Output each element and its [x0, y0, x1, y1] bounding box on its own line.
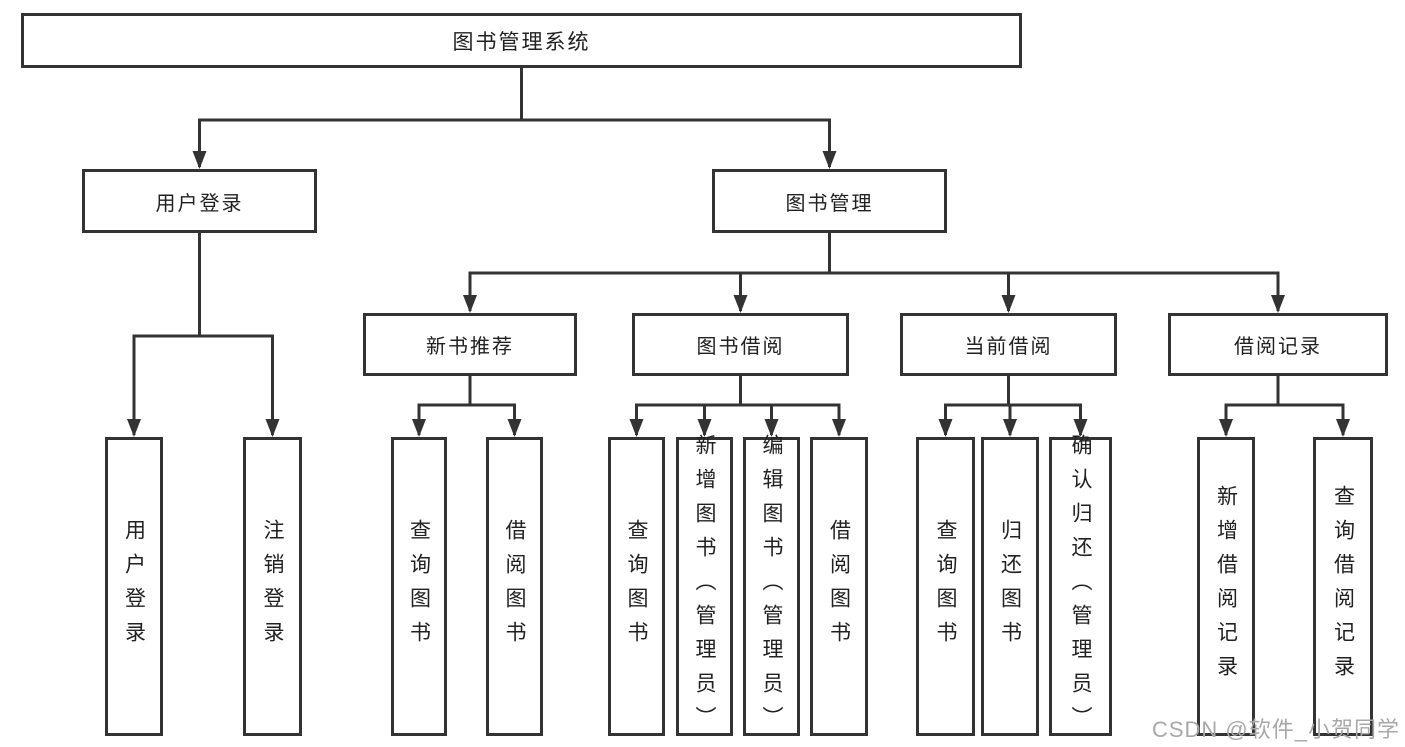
leaf-label: 新增借阅记录 — [1214, 484, 1238, 689]
leaf-label: 查询图书 — [407, 518, 431, 655]
leaf-label: 查询借阅记录 — [1331, 484, 1355, 689]
leaf-label: 借阅图书 — [503, 518, 526, 655]
node-borrowing-records: 借阅记录 — [1168, 313, 1388, 376]
leaf-label: 新增图书（管理员） — [693, 433, 716, 740]
leaf-add-borrow-record: 新增借阅记录 — [1197, 437, 1255, 736]
leaf-confirm-return-admin: 确认归还（管理员） — [1049, 434, 1112, 740]
node-label: 借阅记录 — [1234, 336, 1322, 358]
node-book-management: 图书管理 — [712, 169, 947, 233]
node-label: 新书推荐 — [426, 336, 514, 358]
leaf-query-books-2: 查询图书 — [608, 437, 665, 736]
leaf-query-books-1: 查询图书 — [391, 437, 447, 736]
leaf-user-login: 用户登录 — [105, 437, 163, 736]
leaf-add-books-admin: 新增图书（管理员） — [676, 434, 733, 740]
leaf-label: 归还图书 — [998, 518, 1022, 655]
node-label: 图书管理 — [785, 192, 874, 215]
leaf-label: 确认归还（管理员） — [1069, 433, 1092, 740]
leaf-return-books: 归还图书 — [981, 437, 1039, 736]
node-label: 用户登录 — [155, 192, 244, 215]
leaf-label: 借阅图书 — [827, 518, 851, 655]
leaf-query-books-3: 查询图书 — [916, 437, 975, 736]
node-new-book-recommendation: 新书推荐 — [363, 313, 577, 376]
node-book-borrowing: 图书借阅 — [632, 313, 849, 376]
node-label: 图书借阅 — [696, 336, 785, 358]
leaf-edit-books-admin: 编辑图书（管理员） — [743, 434, 800, 740]
leaf-label: 查询图书 — [625, 518, 648, 655]
leaf-query-borrow-record: 查询借阅记录 — [1313, 437, 1373, 736]
leaf-label: 注销登录 — [261, 518, 284, 655]
node-current-borrowing: 当前借阅 — [900, 313, 1117, 376]
leaf-label: 查询图书 — [934, 518, 957, 655]
leaf-borrow-books-2: 借阅图书 — [810, 437, 868, 736]
leaf-logout: 注销登录 — [243, 437, 302, 736]
leaf-label: 编辑图书（管理员） — [760, 433, 783, 740]
node-library-management-system: 图书管理系统 — [21, 13, 1022, 68]
watermark-csdn: CSDN @软件_小贺同学 — [1151, 717, 1400, 742]
leaf-label: 用户登录 — [122, 518, 146, 655]
node-label: 当前借阅 — [964, 336, 1053, 358]
leaf-borrow-books-1: 借阅图书 — [486, 437, 543, 736]
node-user-login: 用户登录 — [82, 169, 317, 233]
node-label: 图书管理系统 — [452, 30, 591, 54]
